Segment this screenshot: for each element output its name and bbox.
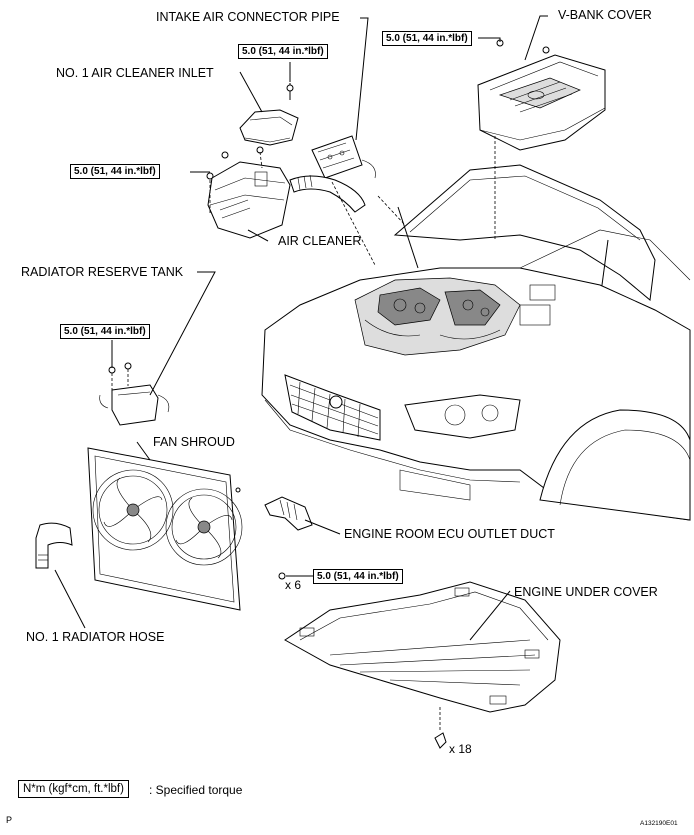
v-bank-cover-part [477,54,606,151]
engine-room-ecu-outlet-duct-part [264,496,313,531]
torque-spec-air-cleaner: 5.0 (51, 44 in.*lbf) [70,164,160,179]
engine-under-cover-part [278,572,561,749]
legend-torque-box: N*m (kgf*cm, ft.*lbf) [18,780,129,798]
vehicle-illustration [261,164,691,521]
bolt-quantity: x 6 [285,578,302,592]
air-cleaner-part [206,146,291,239]
torque-spec-v-bank: 5.0 (51, 44 in.*lbf) [382,31,472,46]
leader-lines [54,15,548,641]
label-radiator-reserve-tank: RADIATOR RESERVE TANK [21,265,184,279]
intake-air-connector-pipe-part [289,135,376,213]
torque-spec-reserve-tank: 5.0 (51, 44 in.*lbf) [60,324,150,339]
clip-quantity: x 18 [449,742,472,756]
no1-air-cleaner-inlet-part [239,83,299,146]
v-bank-nut [542,46,550,54]
legend-description: : Specified torque [149,783,243,797]
label-v-bank-cover: V-BANK COVER [558,8,652,22]
figure-id: A132190E01 [640,820,678,827]
label-engine-under-cover: ENGINE UNDER COVER [514,585,658,599]
fan-shroud-part [87,447,243,611]
label-fan-shroud: FAN SHROUD [153,435,235,449]
label-air-cleaner: AIR CLEANER [278,234,362,248]
corner-mark-p: P [6,815,13,825]
label-engine-room-ecu-outlet-duct: ENGINE ROOM ECU OUTLET DUCT [344,527,555,541]
torque-spec-under-cover-bolt: 5.0 (51, 44 in.*lbf) [313,569,403,584]
radiator-reserve-tank-part [99,362,170,426]
no1-radiator-hose-part [35,522,73,569]
label-no1-air-cleaner-inlet: NO. 1 AIR CLEANER INLET [56,66,214,80]
label-intake-air-connector-pipe: INTAKE AIR CONNECTOR PIPE [156,10,340,24]
torque-spec-inlet: 5.0 (51, 44 in.*lbf) [238,44,328,59]
label-no1-radiator-hose: NO. 1 RADIATOR HOSE [26,630,165,644]
